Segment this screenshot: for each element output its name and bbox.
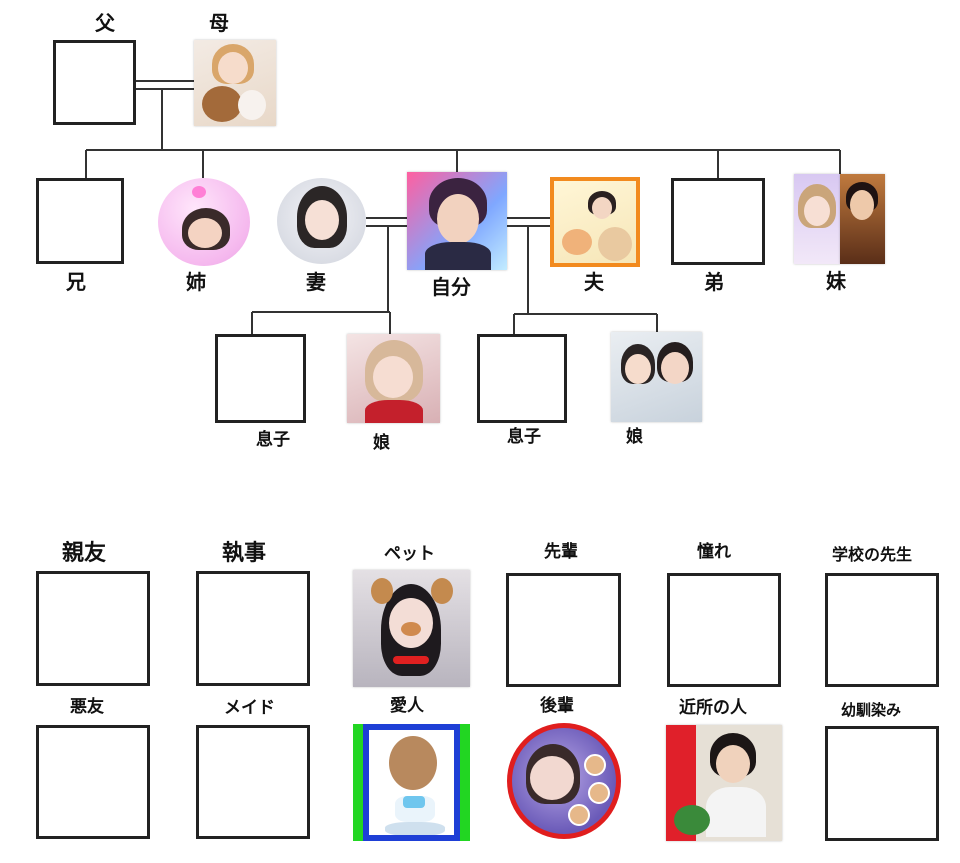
label-neighbor: 近所の人 <box>679 698 747 718</box>
father-box[interactable] <box>53 40 136 125</box>
crush-box[interactable] <box>667 573 781 687</box>
label-butler: 執事 <box>222 541 267 566</box>
best-friend-box[interactable] <box>36 571 150 686</box>
family-tree-lines <box>85 80 841 334</box>
label-maid: メイド <box>224 698 275 718</box>
husband-photo[interactable] <box>550 177 640 267</box>
label-daughter-2: 娘 <box>626 427 643 447</box>
self-photo[interactable] <box>407 172 507 270</box>
label-older-brother: 兄 <box>66 270 86 294</box>
label-bad-friend: 悪友 <box>70 697 104 717</box>
younger-brother-box[interactable] <box>671 178 765 265</box>
older-brother-box[interactable] <box>36 178 124 264</box>
neighbor-photo[interactable] <box>666 725 782 841</box>
label-daughter-1: 娘 <box>373 433 390 453</box>
bad-friend-box[interactable] <box>36 725 150 839</box>
label-son-2: 息子 <box>507 427 541 447</box>
label-senior: 先輩 <box>544 542 578 562</box>
label-husband: 夫 <box>584 270 604 294</box>
wife-photo[interactable] <box>277 178 366 264</box>
butler-box[interactable] <box>196 571 310 686</box>
younger-sister-photo-left[interactable] <box>794 174 840 264</box>
label-teacher: 学校の先生 <box>832 545 913 564</box>
junior-photo[interactable] <box>507 723 621 839</box>
label-mother: 母 <box>209 11 229 35</box>
label-son-1: 息子 <box>256 430 290 450</box>
teacher-box[interactable] <box>825 573 939 687</box>
label-father: 父 <box>95 11 115 35</box>
son-2-box[interactable] <box>477 334 567 423</box>
label-lover: 愛人 <box>390 696 424 716</box>
older-sister-photo[interactable] <box>158 178 250 266</box>
label-crush: 憧れ <box>697 542 731 562</box>
label-childhood-friend: 幼馴染み <box>841 701 902 719</box>
senior-box[interactable] <box>506 573 621 687</box>
lover-photo[interactable] <box>353 724 470 841</box>
label-best-friend: 親友 <box>62 541 107 566</box>
mother-photo[interactable] <box>194 40 276 126</box>
pet-photo[interactable] <box>353 570 470 687</box>
label-wife: 妻 <box>306 270 326 294</box>
label-younger-sister: 妹 <box>826 269 846 293</box>
label-younger-brother: 弟 <box>704 270 724 294</box>
daughter-1-photo[interactable] <box>347 334 440 423</box>
label-self: 自分 <box>431 275 471 299</box>
lover-photo-inner <box>363 724 460 841</box>
younger-sister-photo-right[interactable] <box>840 174 885 264</box>
son-1-box[interactable] <box>215 334 306 423</box>
label-junior: 後輩 <box>540 696 574 716</box>
childhood-friend-box[interactable] <box>825 726 939 841</box>
label-pet: ペット <box>384 544 435 564</box>
maid-box[interactable] <box>196 725 310 839</box>
daughter-2-photo[interactable] <box>611 332 702 422</box>
label-older-sister: 姉 <box>186 270 206 294</box>
